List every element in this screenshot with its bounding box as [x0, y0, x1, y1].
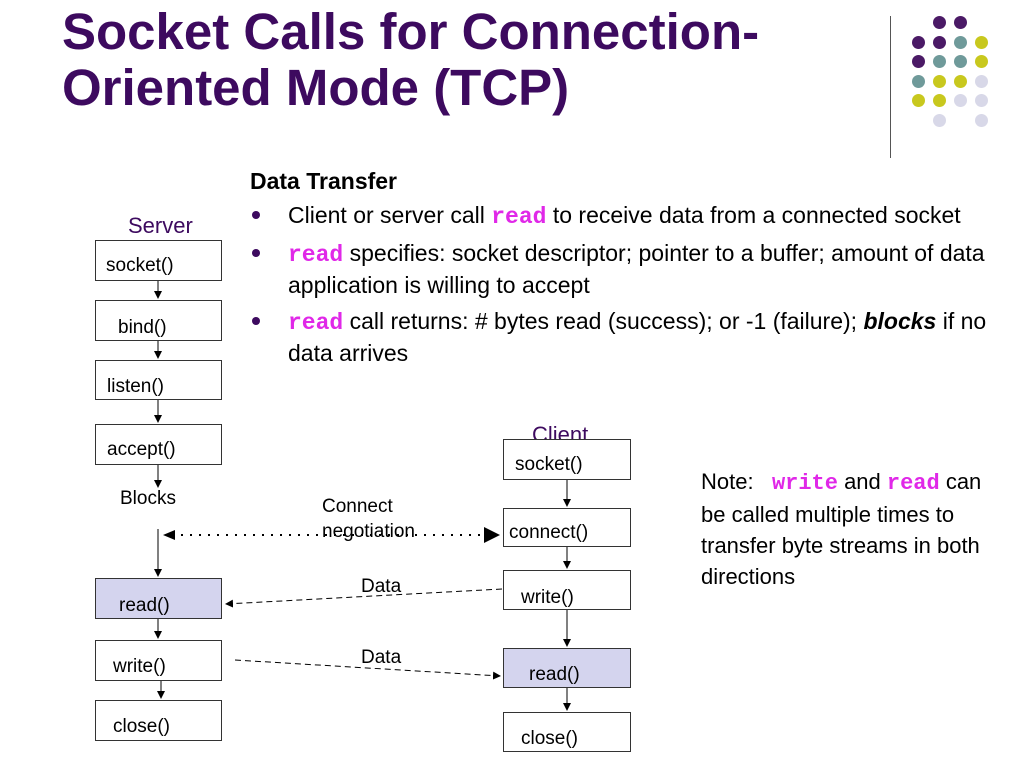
decorative-dot — [975, 55, 988, 68]
bullet-list: Client or server call read to receive da… — [250, 200, 1010, 368]
decorative-dot — [954, 94, 967, 107]
decorative-dot — [954, 74, 967, 88]
bullet-item: read call returns: # bytes read (success… — [250, 306, 1010, 368]
call-label: bind() — [118, 317, 167, 338]
decorative-dot — [933, 94, 946, 107]
call-label: close() — [113, 716, 171, 737]
decorative-dot — [954, 16, 967, 29]
call-label: read() — [119, 595, 170, 616]
code-keyword: read — [491, 204, 547, 230]
call-label: read() — [529, 664, 580, 685]
note-body: can be called multiple times to transfer… — [701, 469, 982, 589]
slide-title: Socket Calls for Connection-Oriented Mod… — [62, 3, 760, 116]
data-arrow-to-server — [225, 588, 503, 608]
bullet-text: to receive data from a connected socket — [546, 202, 961, 228]
client-socket-box: socket() — [503, 439, 631, 480]
data-label-2: Data — [361, 647, 402, 668]
note-prefix: Note: — [701, 469, 760, 494]
call-label: write() — [113, 656, 166, 677]
decorative-dot — [933, 113, 946, 127]
decorative-dot — [912, 35, 925, 49]
server-socket-box: socket() — [95, 240, 222, 281]
decorative-dot — [975, 74, 988, 88]
server-accept-box: accept() — [95, 424, 222, 465]
client-read-box: read() — [503, 648, 631, 688]
server-listen-box: listen() — [95, 360, 222, 400]
decorative-divider — [890, 16, 891, 158]
data-label-1: Data — [361, 576, 402, 597]
decorative-dot — [912, 55, 925, 68]
decorative-dot — [954, 35, 967, 49]
decorative-dot — [933, 74, 946, 88]
call-label: accept() — [107, 439, 176, 460]
section-heading: Data Transfer — [250, 168, 398, 194]
decorative-dot — [912, 74, 925, 88]
server-write-box: write() — [95, 640, 222, 681]
call-label: write() — [521, 587, 574, 608]
decorative-dot — [933, 16, 946, 29]
code-keyword: read — [288, 310, 344, 336]
server-close-box: close() — [95, 700, 222, 741]
decorative-dot — [954, 55, 967, 68]
code-keyword: read — [288, 242, 344, 268]
call-label: socket() — [106, 255, 174, 276]
client-write-box: write() — [503, 570, 631, 610]
bullet-text: call returns: # bytes read (success); or… — [343, 308, 864, 334]
decorative-dot — [975, 35, 988, 49]
code-keyword: read — [886, 471, 940, 496]
decorative-dot — [933, 55, 946, 68]
bullet-dot — [252, 317, 260, 325]
blocks-label: Blocks — [120, 488, 176, 509]
bullet-dot — [252, 249, 260, 257]
decorative-dot — [975, 94, 988, 107]
code-keyword: write — [771, 471, 838, 496]
call-label: connect() — [509, 522, 589, 543]
emphasis-text: blocks — [863, 308, 937, 334]
connect-negotiation-label: Connect negotiation — [322, 496, 415, 542]
bullet-section: Data Transfer Client or server call read… — [250, 166, 1010, 374]
call-label: socket() — [515, 454, 583, 475]
server-bind-box: bind() — [95, 300, 222, 341]
bullet-item: read specifies: socket descriptor; point… — [250, 238, 1010, 300]
note-mid: and — [837, 469, 887, 494]
note-text: Note: write and read can be called multi… — [701, 466, 1001, 592]
bullet-dot — [252, 211, 260, 219]
data-arrow-to-client — [234, 659, 501, 680]
bullet-item: Client or server call read to receive da… — [250, 200, 1010, 232]
decorative-dot — [912, 94, 925, 107]
bullet-text: specifies: socket descriptor; pointer to… — [288, 240, 985, 298]
decorative-dot — [933, 35, 946, 49]
call-label: close() — [521, 728, 579, 749]
bullet-text: if no data arrives — [288, 308, 987, 366]
decorative-dot — [975, 113, 988, 127]
client-connect-box: connect() — [503, 508, 631, 547]
client-close-box: close() — [503, 712, 631, 752]
call-label: listen() — [107, 376, 165, 397]
bullet-text: Client or server call — [288, 202, 492, 228]
server-label: Server — [128, 213, 193, 238]
server-read-box: read() — [95, 578, 222, 619]
